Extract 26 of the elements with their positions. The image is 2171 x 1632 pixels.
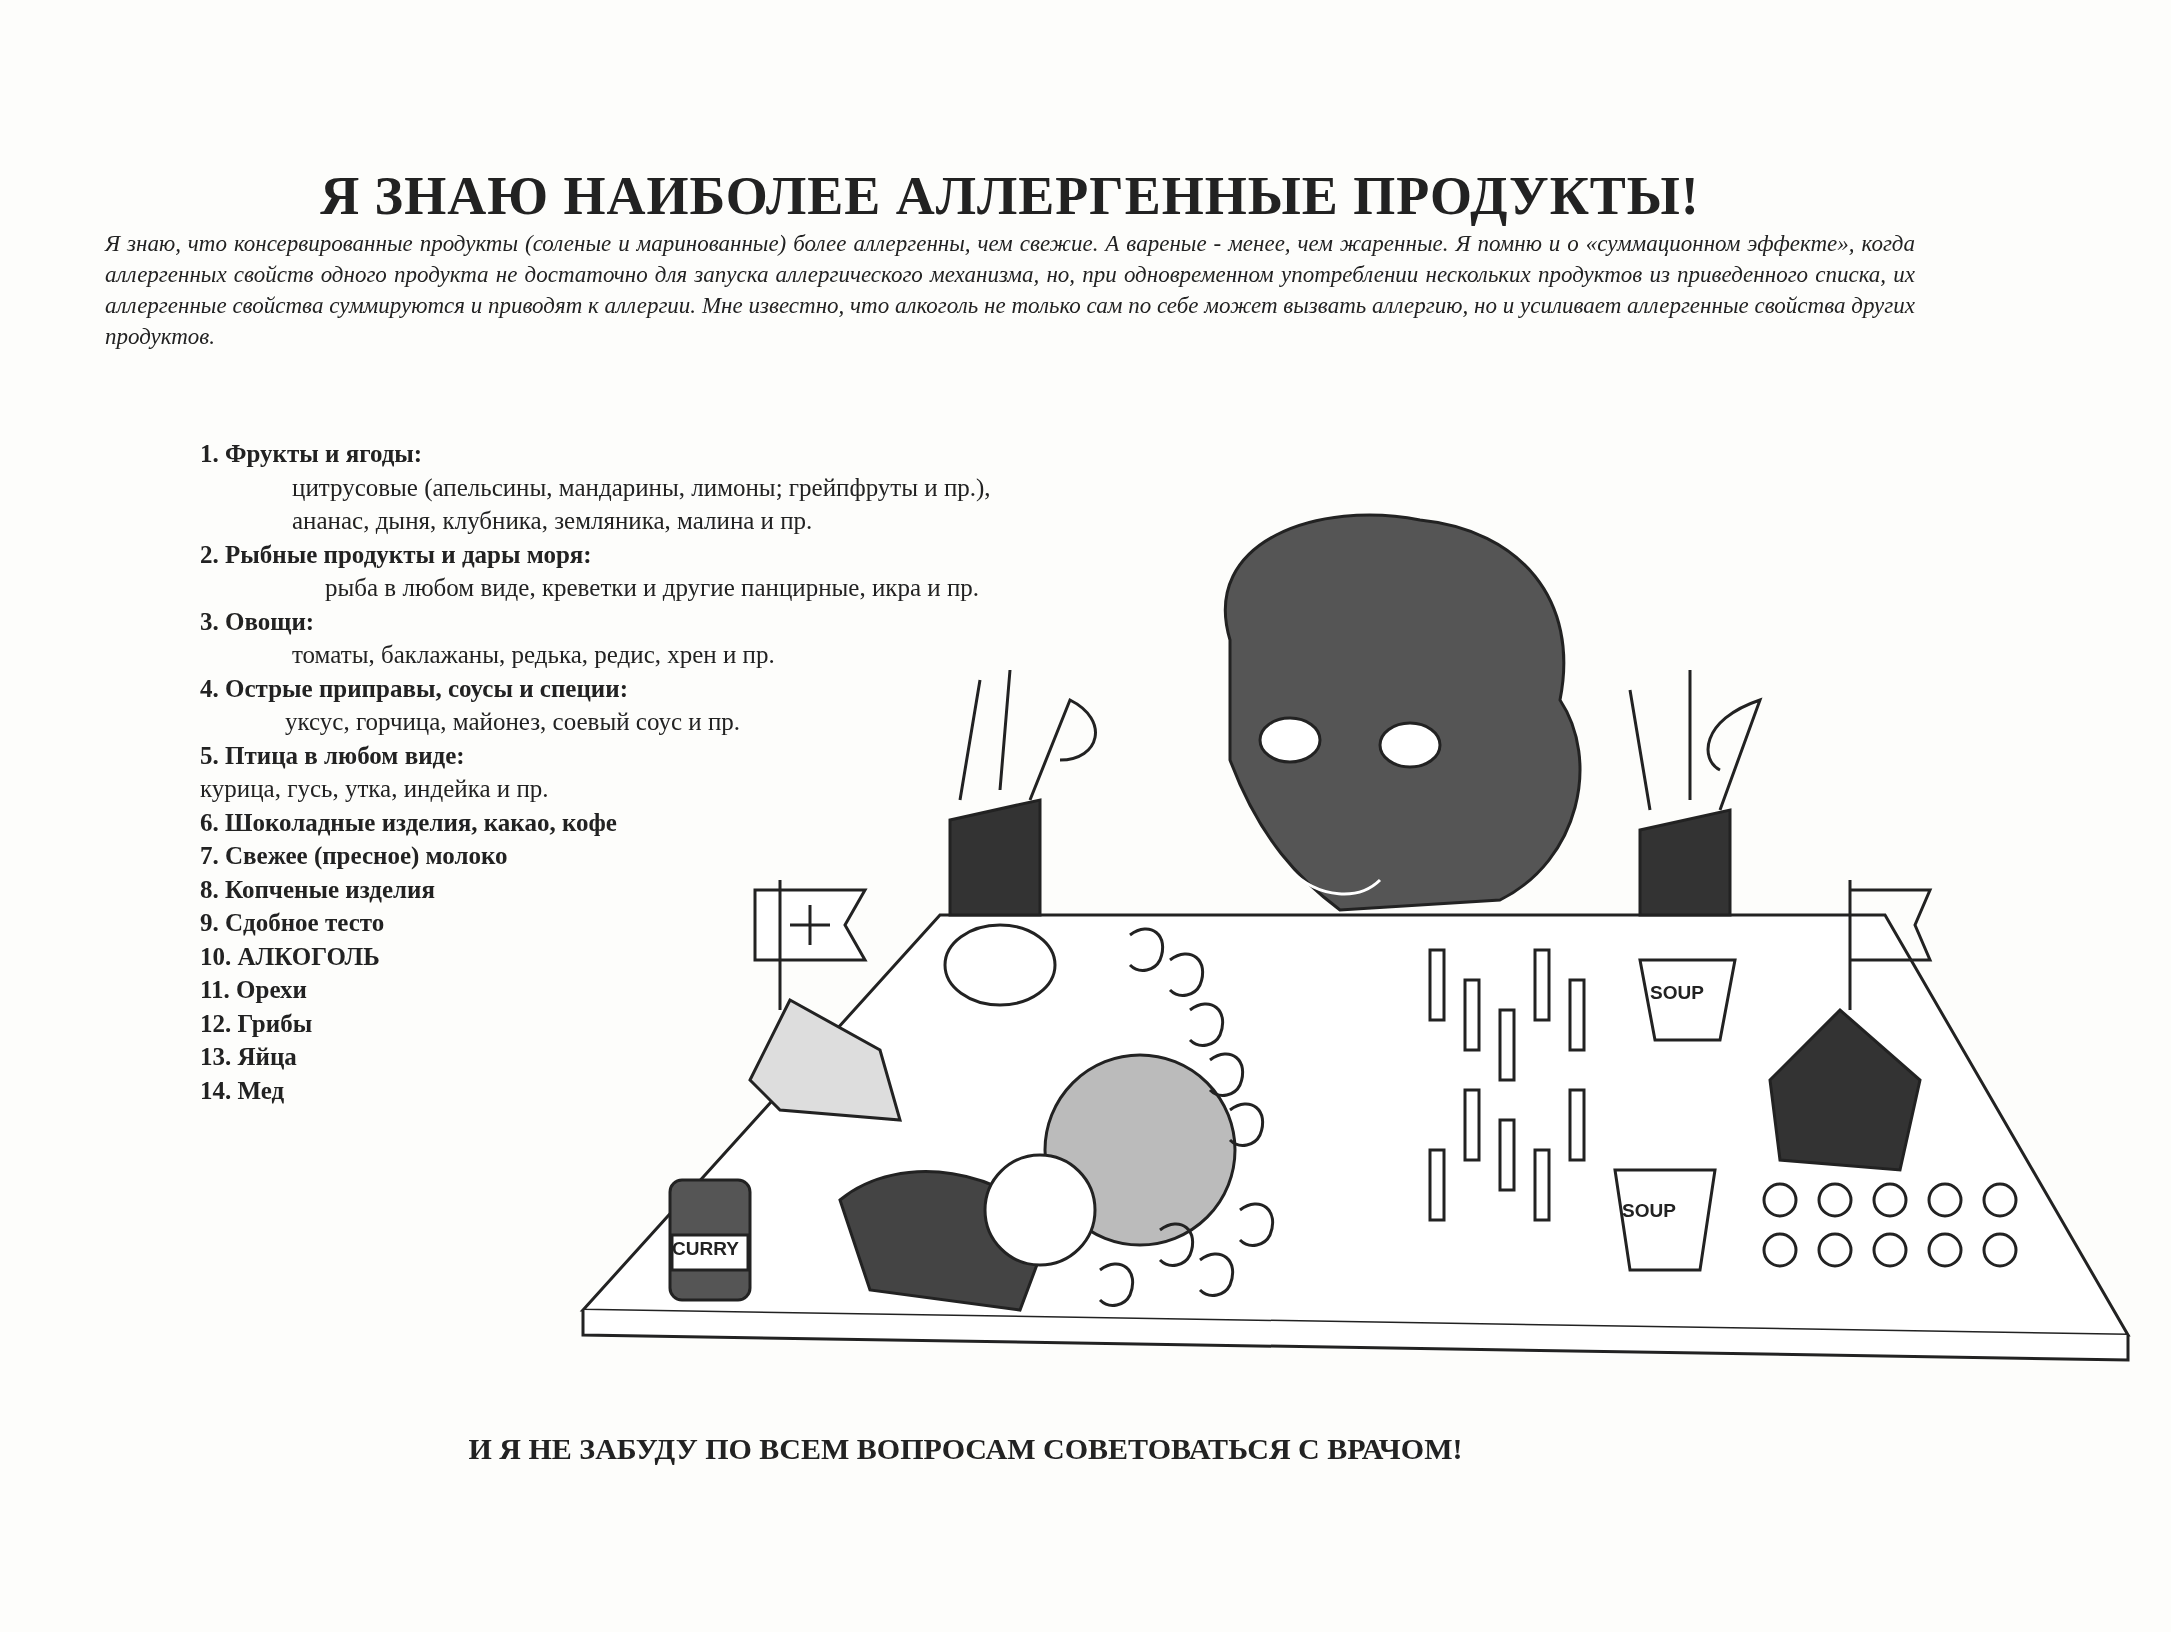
title: Я ЗНАЮ НАИБОЛЕЕ АЛЛЕРГЕННЫЕ ПРОДУКТЫ!: [319, 165, 1701, 227]
package-label: SOUP: [1650, 982, 1704, 1004]
list-item-detail: цитрусовые (апельсины, мандарины, лимоны; грейпфруты и пр.),: [292, 473, 991, 502]
list-item: 11. Орехи: [200, 976, 307, 1004]
list-item: 7. Свежее (пресное) молоко: [200, 842, 508, 870]
list-item-detail: курица, гусь, утка, индейка и пр.: [200, 775, 549, 803]
list-item-detail: томаты, баклажаны, редька, редис, хрен и пр.: [292, 641, 775, 669]
package-label: CURRY: [672, 1238, 739, 1260]
list-item: 4. Острые приправы, соусы и специи:: [200, 674, 628, 703]
list-item: 6. Шоколадные изделия, какао, кофе: [200, 808, 617, 837]
list-item: 3. Овощи:: [200, 607, 315, 636]
list-item: 5. Птица в любом виде:: [200, 741, 465, 770]
list-item: 12. Грибы: [200, 1009, 313, 1038]
list-item-detail: уксус, горчица, майонез, соевый соус и пр.: [285, 708, 741, 736]
list-item: 13. Яйца: [200, 1043, 297, 1071]
list-item: 2. Рыбные продукты и дары моря:: [200, 540, 592, 569]
intro-paragraph: Я знаю, что консервированные продукты (соленые и маринованные) более аллергенны, чем свежие. А вареные - менее, чем жаренные. Я помню и о «суммационном эффекте», когда аллергенных свойств одного продукта не достаточно для запуска аллергического механизма, но, при одновременном употреблении нескольких продуктов из приведенного списка, их аллергенные свойства суммируются и приводят к аллергии. Мне известно, что алкоголь не только сам по себе может вызвать аллергию, но и усиливает аллергенные свойства других продуктов.: [105, 230, 1915, 351]
caption: И Я НЕ ЗАБУДУ ПО ВСЕМ ВОПРОСАМ СОВЕТОВАТЬСЯ С ВРАЧОМ!: [467, 1432, 1464, 1466]
list-item-detail: рыба в любом виде, креветки и другие панцирные, икра и пр.: [325, 574, 980, 602]
list-item: 1. Фрукты и ягоды:: [200, 440, 423, 468]
list-item: 10. АЛКОГОЛЬ: [200, 942, 380, 971]
package-label: SOUP: [1622, 1200, 1676, 1222]
list-item: 9. Сдобное тесто: [200, 909, 385, 937]
list-item: 14. Мед: [200, 1076, 285, 1105]
list-item-detail: ананас, дыня, клубника, земляника, малина и пр.: [292, 507, 813, 535]
list-item: 8. Копченые изделия: [200, 875, 435, 904]
